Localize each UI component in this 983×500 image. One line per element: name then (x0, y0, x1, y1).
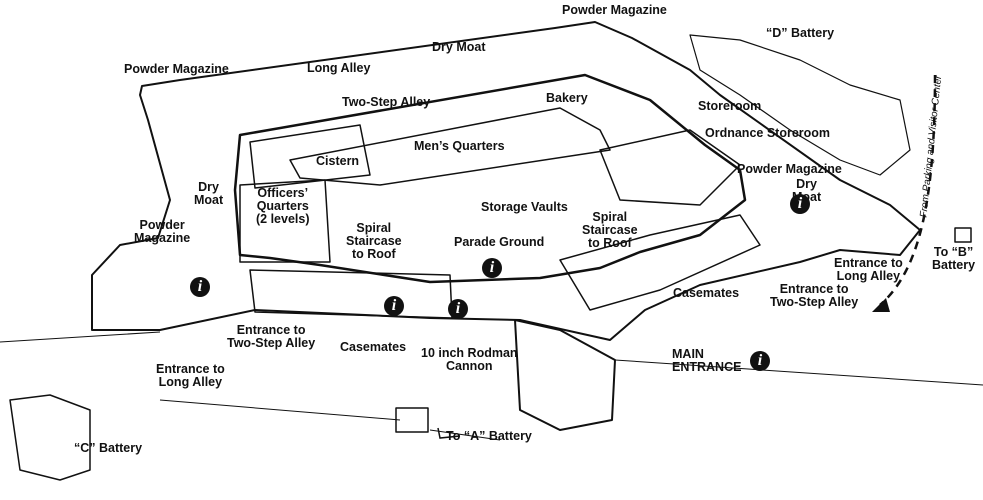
label-line: Entrance to (834, 256, 903, 270)
mens-quarters-block (289, 107, 611, 186)
label-spiral-left: Spiral Staircase to Roof (346, 222, 402, 261)
label-ordnance-storeroom: Ordnance Storeroom (705, 126, 831, 140)
label-dry-moat-left: Dry Moat (194, 181, 223, 207)
cistern-block (249, 124, 371, 189)
casemates-right-block (559, 214, 761, 311)
label-line: Long Alley (158, 375, 223, 389)
label-main-entrance: MAIN ENTRANCE (672, 348, 741, 374)
d-battery (689, 34, 911, 176)
label-line: Entrance to (779, 282, 849, 296)
label-line: Cannon (446, 359, 493, 373)
label-powder-magazine-top: Powder Magazine (562, 3, 667, 17)
label-bakery: Bakery (546, 91, 588, 105)
label-mens-quarters: Men’s Quarters (414, 139, 505, 153)
label-entrance-long-alley-right: Entrance to Long Alley (834, 257, 903, 283)
info-icon[interactable]: i (384, 296, 404, 316)
label-line: Entrance to (156, 362, 225, 376)
label-line: Staircase (346, 234, 402, 248)
label-powder-magazine-left: Powder Magazine (124, 62, 229, 76)
label-line: to Roof (351, 247, 396, 261)
label-line: Dry (198, 180, 219, 194)
label-line: Staircase (582, 223, 638, 237)
label-entrance-two-step-left: Entrance to Two-Step Alley (227, 324, 315, 350)
label-casemates-right: Casemates (673, 286, 740, 300)
label-two-step-alley: Two-Step Alley (342, 95, 431, 109)
label-storeroom: Storeroom (698, 99, 762, 113)
label-line: Officers’ (257, 186, 309, 200)
label-line: To “B” (933, 245, 974, 259)
label-powder-magazine-west: Powder Magazine (134, 219, 190, 245)
label-line: Two-Step Alley (770, 295, 859, 309)
label-storage-vaults: Storage Vaults (481, 200, 568, 214)
label-parade-ground: Parade Ground (454, 235, 545, 249)
label-c-battery: “C” Battery (74, 441, 143, 455)
label-line: Spiral (356, 221, 392, 235)
label-entrance-two-step-right: Entrance to Two-Step Alley (770, 283, 858, 309)
label-cistern: Cistern (316, 154, 360, 168)
info-icon[interactable]: i (482, 258, 502, 278)
label-line: Battery (932, 258, 976, 272)
label-to-a-battery: To “A” Battery (446, 429, 532, 443)
label-line: MAIN (672, 347, 704, 361)
label-casemates-left: Casemates (340, 340, 407, 354)
label-to-b-battery: To “B” Battery (932, 246, 975, 272)
label-line: Spiral (592, 210, 628, 224)
outer-wall (91, 21, 921, 341)
info-icon[interactable]: i (790, 194, 810, 214)
info-icon[interactable]: i (190, 277, 210, 297)
label-line: ENTRANCE (672, 360, 742, 374)
b-battery-building (954, 227, 972, 243)
label-officers-quarters: Officers’ Quarters (2 levels) (256, 187, 310, 226)
label-line: Long Alley (836, 269, 901, 283)
a-battery-building (395, 407, 429, 433)
label-line: Two-Step Alley (227, 336, 316, 350)
label-line: 10 inch Rodman (421, 346, 518, 360)
label-d-battery: “D” Battery (766, 26, 835, 40)
info-icon[interactable]: i (448, 299, 468, 319)
label-line: to Roof (587, 236, 632, 250)
label-line: Quarters (256, 199, 309, 213)
label-dry-moat-top: Dry Moat (432, 40, 486, 54)
label-line: Magazine (134, 231, 191, 245)
label-line: Moat (194, 193, 224, 207)
main-entrance-tower (514, 319, 616, 431)
label-line: Dry (796, 177, 817, 191)
info-icon[interactable]: i (750, 351, 770, 371)
label-line: Powder (139, 218, 185, 232)
arrow-icon (872, 298, 890, 312)
label-line: (2 levels) (256, 212, 310, 226)
label-line: Entrance to (236, 323, 306, 337)
c-battery (9, 394, 91, 481)
label-powder-magazine-right: Powder Magazine (737, 162, 842, 176)
casemates-left-block (249, 269, 453, 319)
label-entrance-long-alley-left: Entrance to Long Alley (156, 363, 225, 389)
ordnance-block (599, 129, 741, 206)
officers-quarters-block (239, 179, 331, 263)
label-long-alley: Long Alley (307, 61, 371, 75)
label-rodman-cannon: 10 inch Rodman Cannon (421, 347, 518, 373)
inner-wall (233, 73, 747, 284)
label-spiral-right: Spiral Staircase to Roof (582, 211, 638, 250)
